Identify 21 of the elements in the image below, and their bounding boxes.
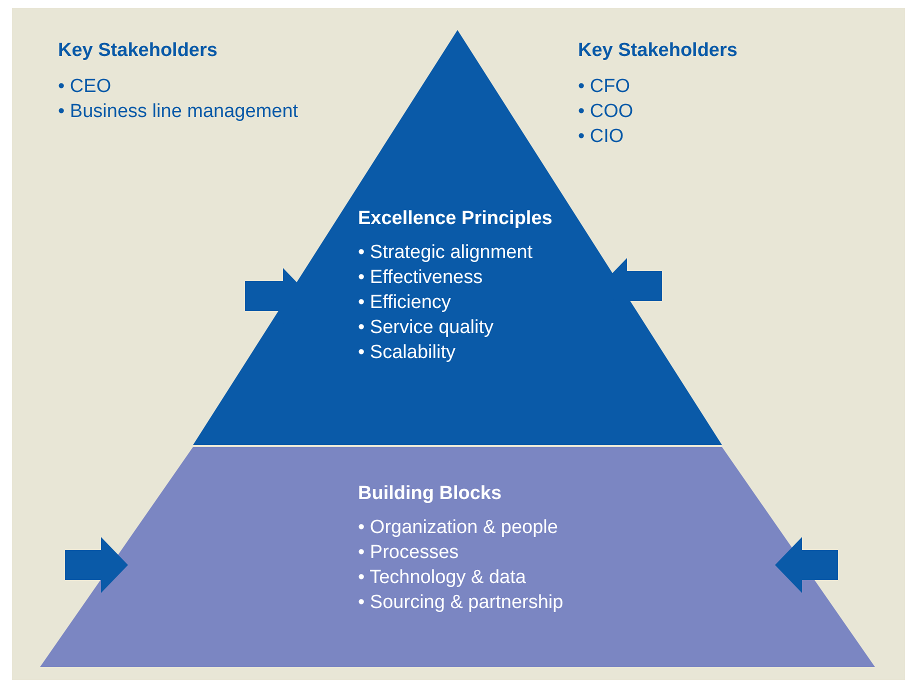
bullet-item: • Efficiency: [358, 291, 452, 315]
heading: Building Blocks: [358, 483, 502, 505]
bullet-item: • CFO: [578, 75, 632, 99]
heading: Key Stakeholders: [578, 40, 738, 62]
bullet-item: • Strategic alignment: [358, 241, 534, 265]
heading: Excellence Principles: [358, 208, 552, 230]
bullet-item: • CEO: [58, 75, 112, 99]
bullet-item: • Scalability: [358, 341, 456, 365]
block-arrow: [65, 537, 128, 593]
bullet-item: • Processes: [358, 541, 460, 565]
block-arrow: [775, 537, 838, 593]
bullet-item: • Service quality: [358, 316, 494, 340]
bullet-item: • Sourcing & partnership: [358, 591, 564, 615]
bullet-item: • Effectiveness: [358, 266, 484, 290]
bullet-item: • Organization & people: [358, 516, 559, 540]
bullet-item: • Technology & data: [358, 566, 527, 590]
bullet-item: • Business line management: [58, 100, 298, 124]
trapezoid-shape: [40, 447, 875, 667]
heading: Key Stakeholders: [58, 40, 218, 62]
bullet-item: • COO: [578, 100, 634, 124]
bullet-item: • CIO: [578, 125, 625, 149]
